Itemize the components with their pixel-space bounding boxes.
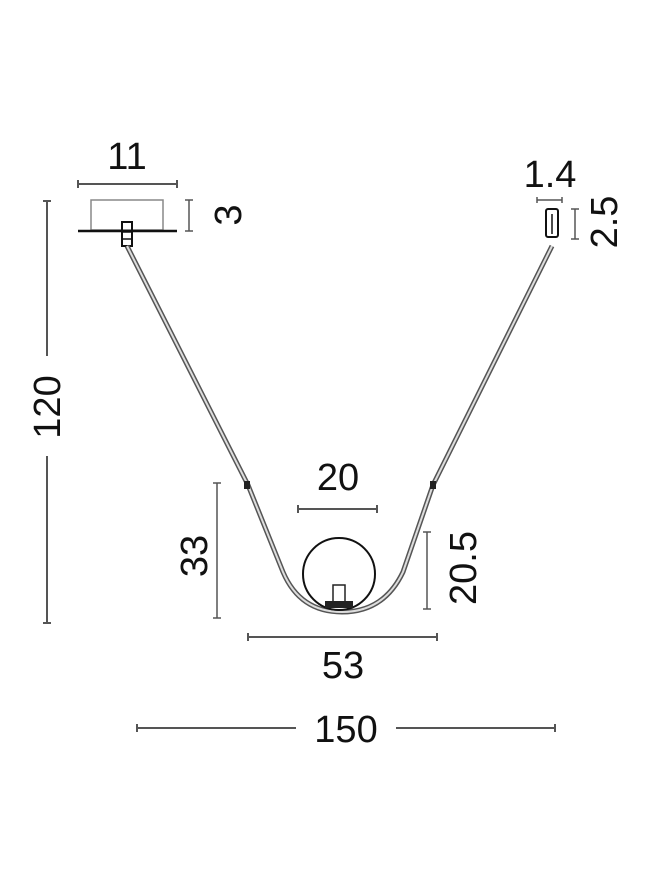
end-cap-height-dimension: 2.5: [571, 196, 626, 249]
canopy-width-dimension: 11: [77, 136, 178, 188]
total-width-label: 150: [314, 709, 377, 751]
canopy-height-dimension: 3: [185, 199, 250, 232]
u-bend-width-dimension: 53: [247, 633, 438, 687]
end-cap-height-label: 2.5: [584, 196, 626, 249]
total-width-dimension: 150: [136, 709, 556, 751]
end-cap-width-label: 1.4: [524, 154, 577, 196]
u-bend-height-dimension: 33: [174, 482, 221, 619]
globe-diameter-label: 20: [317, 457, 359, 499]
end-cap: [545, 208, 559, 238]
globe-diameter-dimension: 20: [297, 457, 378, 513]
globe-height-label: 20.5: [443, 531, 485, 605]
canopy-width-label: 11: [107, 136, 146, 178]
end-cap-width-dimension: 1.4: [524, 154, 577, 203]
globe-shade: [302, 537, 376, 611]
canopy-height-label: 3: [208, 204, 250, 225]
globe-height-dimension: 20.5: [423, 531, 485, 610]
u-bend-width-label: 53: [322, 645, 364, 687]
u-bend-height-label: 33: [174, 535, 216, 577]
total-height-label: 120: [27, 375, 69, 438]
ceiling-canopy: [78, 199, 177, 247]
u-shaped-rod: [124, 244, 555, 615]
total-height-dimension: 120: [27, 200, 69, 624]
